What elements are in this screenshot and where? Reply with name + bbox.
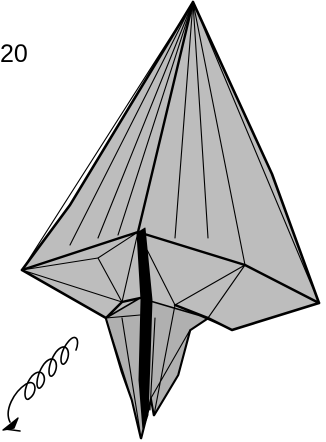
origami-model [22,2,319,438]
turn-over-spiral-arrow-icon [3,337,78,431]
